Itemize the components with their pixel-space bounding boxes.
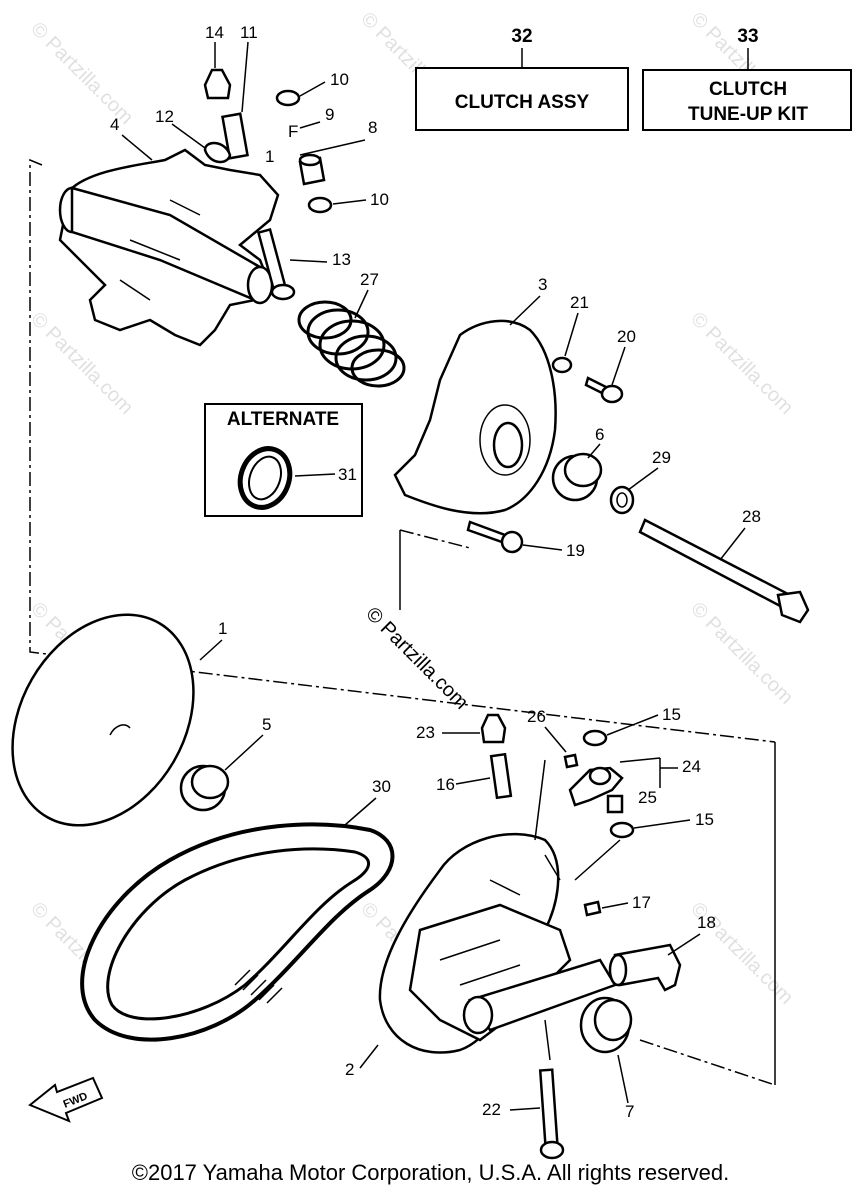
watermark: © Partzilla.com xyxy=(26,18,137,129)
bushing-part-5: 5 xyxy=(179,715,271,812)
callout-9: 9 xyxy=(325,105,334,124)
tune-up-kit-box: 33 CLUTCH TUNE-UP KIT xyxy=(642,26,852,131)
callout-28: 28 xyxy=(742,507,761,526)
clutch-assy-label: CLUTCH ASSY xyxy=(455,92,590,113)
callout-15-top: 15 xyxy=(662,705,681,724)
callout-33: 33 xyxy=(737,26,758,47)
callout-30: 30 xyxy=(372,777,391,796)
callout-4: 4 xyxy=(110,115,119,134)
callout-13: 13 xyxy=(332,250,351,269)
callout-11: 11 xyxy=(240,23,258,42)
callout-1-top: 1 xyxy=(265,147,274,166)
callout-15-bottom: 15 xyxy=(695,810,714,829)
callout-12: 12 xyxy=(155,107,174,126)
callout-3: 3 xyxy=(538,275,547,294)
callout-6: 6 xyxy=(595,425,604,444)
callout-16: 16 xyxy=(436,775,455,794)
callout-20: 20 xyxy=(617,327,636,346)
alternate-label: ALTERNATE xyxy=(227,409,339,430)
clutch-assy-box: 32 CLUTCH ASSY xyxy=(415,26,629,131)
callout-22: 22 xyxy=(482,1100,501,1119)
watermark: © Partzilla.com xyxy=(686,308,797,419)
callout-14: 14 xyxy=(205,23,224,42)
callout-32: 32 xyxy=(511,26,532,47)
tune-up-kit-label-2: TUNE-UP KIT xyxy=(688,104,808,125)
callout-25: 25 xyxy=(638,788,657,807)
callout-26: 26 xyxy=(527,707,546,726)
callout-24: 24 xyxy=(682,757,701,776)
callout-18: 18 xyxy=(697,913,716,932)
weight-parts: 14 11 12 10 F 9 8 10 1 13 xyxy=(155,23,389,301)
callout-31: 31 xyxy=(338,465,357,484)
callout-29: 29 xyxy=(652,448,671,467)
copyright-notice: ©2017 Yamaha Motor Corporation, U.S.A. A… xyxy=(131,1160,730,1185)
callout-10-mid: 10 xyxy=(370,190,389,209)
callout-5: 5 xyxy=(262,715,271,734)
cover-hardware: 21 20 6 29 28 19 xyxy=(466,293,810,624)
secondary-hardware: 23 16 26 15 24 25 15 17 18 7 xyxy=(416,705,716,1160)
callout-10-top: 10 xyxy=(330,70,349,89)
callout-27: 27 xyxy=(360,270,379,289)
sheave-disc-part-1: 1 xyxy=(11,613,227,827)
callout-23: 23 xyxy=(416,723,435,742)
callout-2: 2 xyxy=(345,1060,354,1079)
secondary-sheave-part-2: 2 xyxy=(345,832,617,1079)
drive-belt-part-30: 30 xyxy=(80,777,395,1042)
callout-8: 8 xyxy=(368,118,377,137)
center-watermark: © Partzilla.com xyxy=(361,603,472,714)
callout-7: 7 xyxy=(625,1102,634,1121)
forward-arrow-icon: FWD xyxy=(28,1076,104,1123)
callout-19: 19 xyxy=(566,541,585,560)
callout-17: 17 xyxy=(632,893,651,912)
callout-f-icon: F xyxy=(288,122,298,141)
bracket-lines xyxy=(29,158,776,1086)
spring-part-27: 27 xyxy=(297,270,406,388)
callout-21: 21 xyxy=(570,293,589,312)
cover-part-3: 3 xyxy=(393,275,557,515)
primary-sheave-part-4: 4 xyxy=(58,115,280,347)
callout-1-bottom: 1 xyxy=(218,619,227,638)
tune-up-kit-label-1: CLUTCH xyxy=(709,79,787,100)
alternate-box: ALTERNATE 31 xyxy=(204,403,363,517)
watermarks: © Partzilla.com © Partzilla.com © Partzi… xyxy=(26,8,797,1009)
